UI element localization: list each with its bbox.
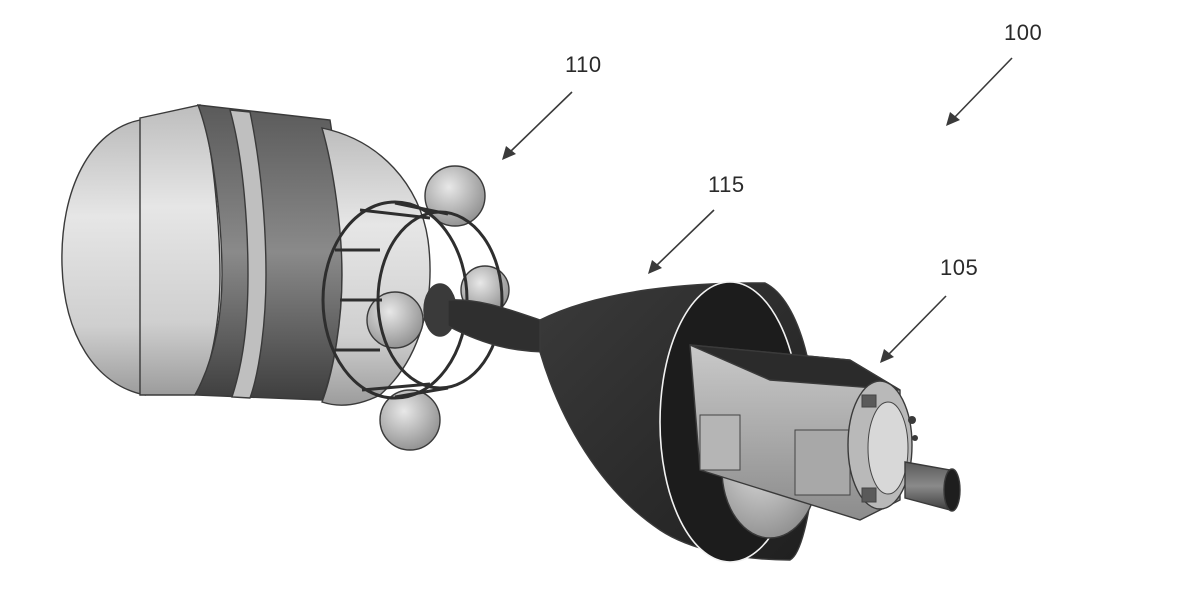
service-module-top-face [689,344,901,391]
upper-stage-rear-dome [61,119,146,396]
capsule-fitting-3 [908,416,916,424]
label-110-text: 110 [565,52,602,77]
leader-110 [509,91,573,153]
capsule-fitting-2 [861,487,877,503]
upper-stage-band [229,109,267,399]
service-module-panel-right [794,429,851,496]
reference-label-100: 100 [946,20,1042,126]
leader-105 [887,295,947,356]
reference-label-105: 105 [880,255,978,363]
upper-stage-ring-1 [139,104,221,396]
upper-stage [61,104,510,451]
capsule-forward-face [867,401,909,495]
reference-label-110: 110 [502,52,602,160]
arrow-105 [880,349,894,363]
label-105-text: 105 [940,255,978,280]
leader-115 [655,209,715,267]
arrow-110 [502,146,516,160]
capsule-fitting-4 [912,435,918,441]
reference-label-115: 115 [648,172,745,274]
service-module-panel-left [699,414,741,471]
label-100-text: 100 [1004,20,1042,45]
label-115-text: 115 [708,172,745,197]
arrow-115 [648,260,662,274]
capsule-engine-exit [943,468,961,512]
capsule-fitting-1 [861,394,877,408]
leader-100 [953,57,1013,119]
truss-frame [321,200,504,400]
capsule [689,344,961,539]
arrow-100 [946,112,960,126]
adapter-neck [447,299,554,353]
propellant-sphere-left [366,291,424,349]
propellant-sphere-bottom [379,389,441,451]
